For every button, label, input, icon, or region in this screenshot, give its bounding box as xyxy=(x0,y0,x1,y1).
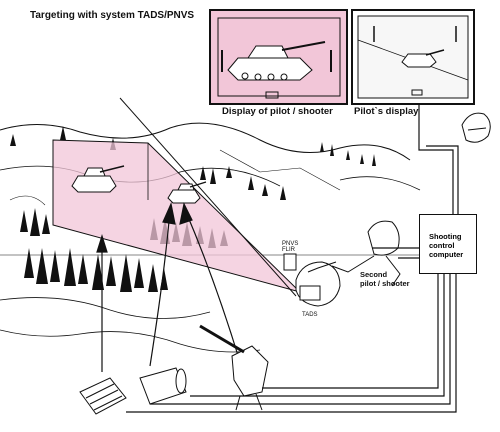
computer-label-line3: computer xyxy=(429,250,464,259)
control-cables xyxy=(126,104,459,413)
missile-launcher-icon xyxy=(139,367,187,405)
tads-sensor-icon xyxy=(283,253,341,307)
tank-in-pilot-display-icon xyxy=(401,49,445,68)
target-tank-icon xyxy=(71,165,125,193)
pnvs-label-line1: PNVS xyxy=(282,241,299,247)
pilot-display-caption: Pilot`s display xyxy=(354,106,419,117)
second-pilot-label-line1: Second xyxy=(360,270,388,279)
rocket-pod-icon xyxy=(79,377,127,415)
weapon-trajectories xyxy=(96,202,241,372)
pnvs-label-line2: FLIR xyxy=(282,247,296,253)
second-pilot-label: Second pilot / shooter xyxy=(360,270,410,288)
pilot-shooter-display xyxy=(209,9,348,105)
computer-label-line2: control xyxy=(429,241,455,250)
helmet-icon xyxy=(461,112,491,143)
pilot-display xyxy=(351,9,475,105)
tank-in-display-icon xyxy=(227,41,326,81)
computer-label-line1: Shooting xyxy=(429,232,462,241)
pilot-shooter-display-caption: Display of pilot / shooter xyxy=(222,106,333,117)
target-tank-2-icon xyxy=(167,181,207,204)
second-pilot-label-line2: pilot / shooter xyxy=(360,279,410,288)
chain-gun-icon xyxy=(199,324,269,411)
shooting-control-computer: Shooting control computer xyxy=(419,214,477,274)
diagram-title: Targeting with system TADS/PNVS xyxy=(30,10,195,21)
pnvs-label: PNVS FLIR xyxy=(282,241,298,253)
tads-label: TADS xyxy=(302,312,318,318)
second-pilot-icon xyxy=(307,220,401,287)
